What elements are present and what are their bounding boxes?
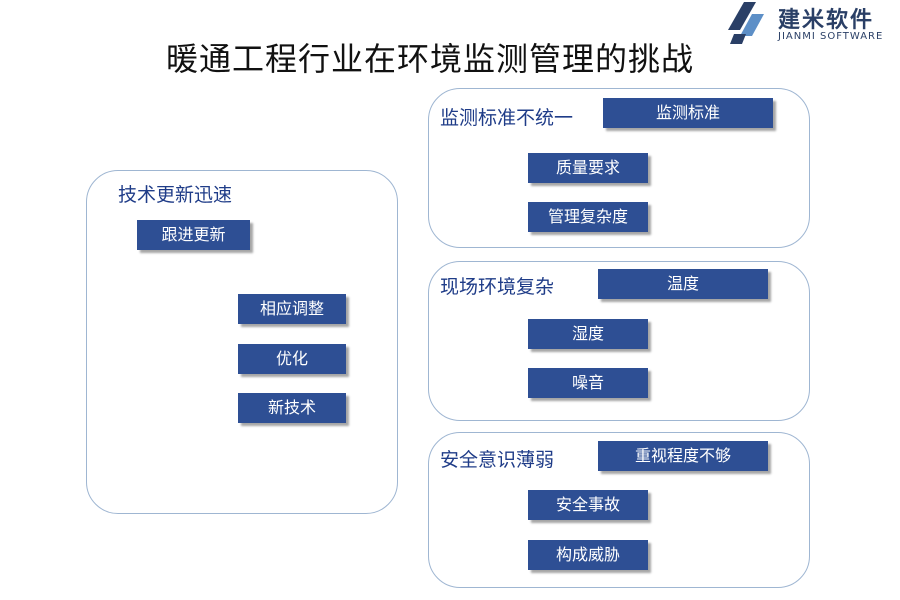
child-box: 相应调整 (238, 294, 346, 324)
child-box: 构成威胁 (528, 540, 648, 570)
child-box: 管理复杂度 (528, 202, 648, 232)
child-box: 噪音 (528, 368, 648, 398)
root-box: 监测标准 (603, 98, 773, 128)
root-box: 温度 (598, 269, 768, 299)
child-box: 质量要求 (528, 153, 648, 183)
panel-heading: 技术更新迅速 (118, 184, 233, 206)
jianmi-logo-icon (728, 2, 764, 44)
page-title: 暖通工程行业在环境监测管理的挑战 (165, 40, 694, 78)
panel-heading: 现场环境复杂 (440, 276, 555, 298)
child-box: 湿度 (528, 319, 648, 349)
logo-subtitle: JIANMI SOFTWARE (778, 31, 884, 42)
panel-heading: 安全意识薄弱 (440, 449, 555, 471)
root-box: 重视程度不够 (598, 441, 768, 471)
logo: 建米软件 JIANMI SOFTWARE (722, 0, 900, 48)
logo-name: 建米软件 (778, 8, 875, 33)
root-box: 跟进更新 (137, 220, 250, 250)
panel-heading: 监测标准不统一 (440, 107, 574, 129)
child-box: 优化 (238, 344, 346, 374)
child-box: 安全事故 (528, 490, 648, 520)
child-box: 新技术 (238, 393, 346, 423)
